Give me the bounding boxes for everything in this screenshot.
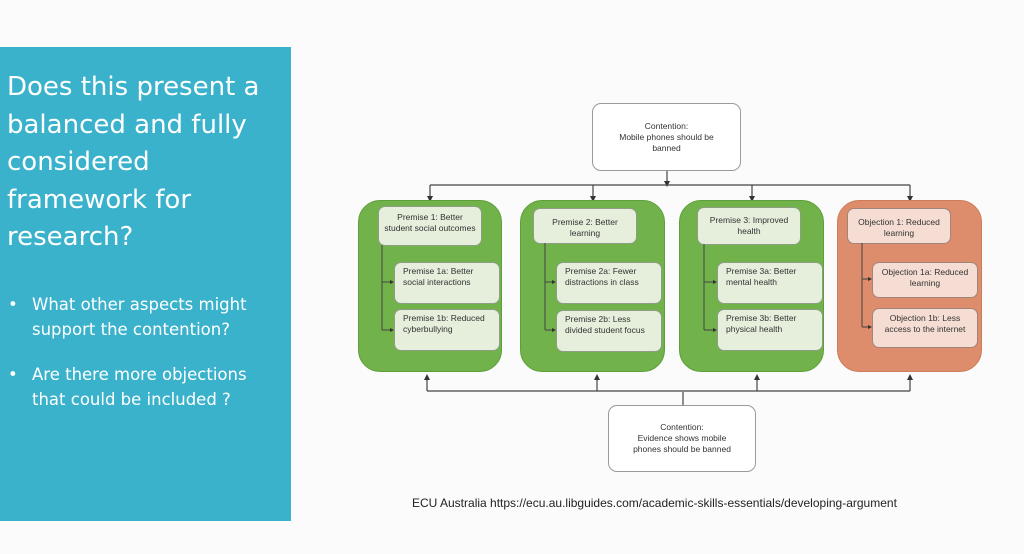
bullet-dot-icon: • [8,365,18,384]
bullet-list: • What other aspects might support the co… [8,292,283,432]
bullet-text: What other aspects might support the con… [32,295,247,339]
premise-1a-box: Premise 1a: Better social interactions [394,262,500,304]
source-caption: ECU Australia https://ecu.au.libguides.c… [412,496,897,510]
premise-2-group: Premise 2: Better learning Premise 2a: F… [520,200,665,372]
premise-2a-box: Premise 2a: Fewer distractions in class [556,262,662,304]
objection-1a-box: Objection 1a: Reduced learning [872,262,978,298]
bottom-contention-box: Contention: Evidence shows mobile phones… [608,405,756,472]
objection-1-box: Objection 1: Reduced learning [847,208,951,244]
premise-1b-box: Premise 1b: Reduced cyberbullying [394,309,500,351]
bullet-dot-icon: • [8,295,18,314]
contention-label: Contention: [660,422,704,432]
objection-1-group: Objection 1: Reduced learning Objection … [837,200,982,372]
premise-2b-box: Premise 2b: Less divided student focus [556,310,662,352]
premise-3-group: Premise 3: Improved health Premise 3a: B… [679,200,824,372]
premise-2-box: Premise 2: Better learning [533,208,637,244]
premise-3a-box: Premise 3a: Better mental health [717,262,823,304]
left-panel [0,47,291,521]
contention-text: Evidence shows mobile phones should be b… [633,433,731,454]
bullet-item: • Are there more objections that could be… [8,362,283,412]
premise-1-box: Premise 1: Better student social outcome… [378,206,482,246]
objection-1b-box: Objection 1b: Less access to the interne… [872,308,978,348]
slide-title: Does this present a balanced and fully c… [7,72,260,252]
bullet-text: Are there more objections that could be … [32,365,247,409]
contention-text: Mobile phones should be banned [619,131,714,153]
bullet-item: • What other aspects might support the co… [8,292,283,342]
top-contention-box: Contention: Mobile phones should be bann… [592,103,741,171]
contention-label: Contention: [644,120,689,131]
premise-3-box: Premise 3: Improved health [697,207,801,245]
premise-3b-box: Premise 3b: Better physical health [717,309,823,351]
